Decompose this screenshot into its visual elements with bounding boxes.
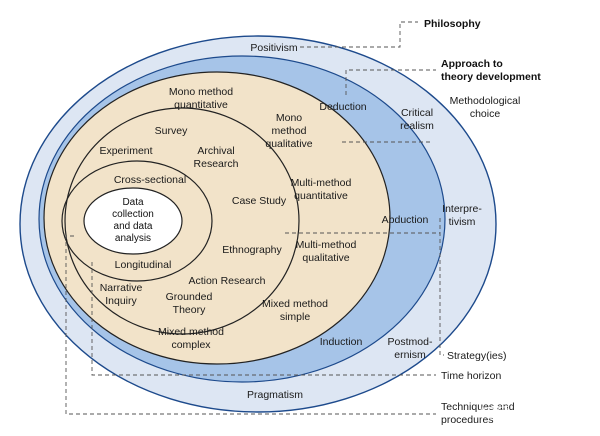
connector-lines	[65, 21, 444, 415]
strategy-layer	[64, 107, 300, 335]
time-horizon-layer	[61, 160, 213, 282]
choice-layer	[43, 71, 391, 365]
label-postmodernism: Postmod-ernism	[388, 336, 433, 361]
core-layer	[83, 187, 183, 255]
legend-strategy: Strategy(ies)	[447, 350, 507, 362]
label-experiment: Experiment	[99, 145, 152, 157]
label-induction: Induction	[320, 336, 363, 348]
label-action-research: Action Research	[188, 275, 265, 287]
label-deduction: Deduction	[319, 101, 366, 113]
watermark: 知乎 @大神刘航	[480, 404, 590, 422]
label-interpretivism: Interpre-tivism	[442, 203, 482, 228]
label-survey: Survey	[155, 125, 188, 137]
legend-philosophy: Philosophy	[424, 18, 481, 30]
label-longitudinal: Longitudinal	[115, 259, 172, 271]
label-positivism: Positivism	[250, 42, 298, 54]
legend-time-horizon: Time horizon	[441, 370, 501, 382]
label-abduction: Abduction	[382, 214, 429, 226]
label-case-study: Case Study	[232, 195, 287, 207]
label-ethnography: Ethnography	[222, 244, 282, 256]
label-pragmatism: Pragmatism	[247, 389, 303, 401]
label-cross-sectional: Cross-sectional	[114, 174, 186, 186]
